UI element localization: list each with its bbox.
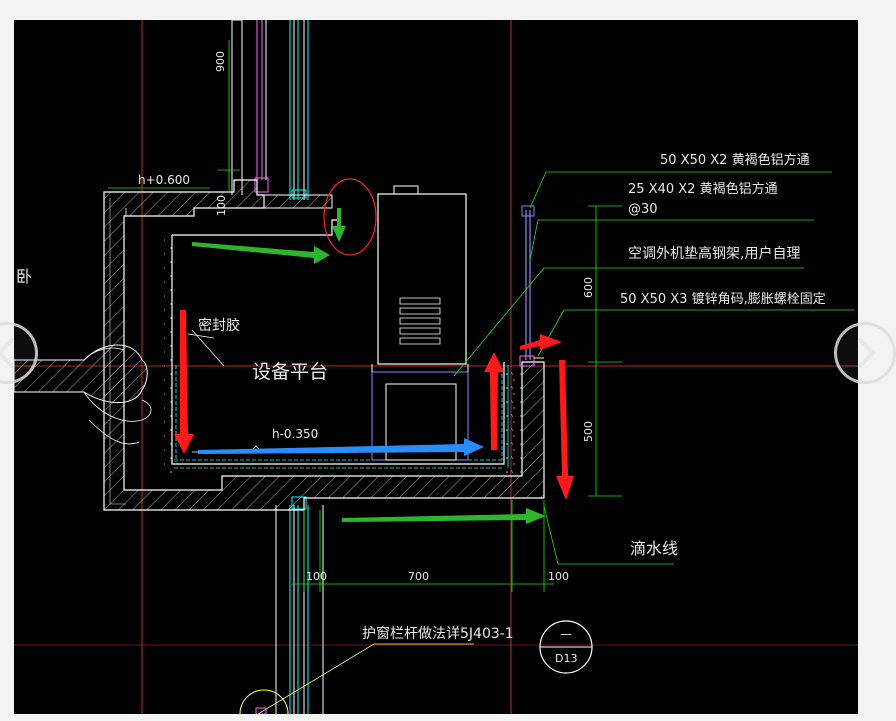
flow-arrows xyxy=(174,208,574,524)
dim-700: 700 xyxy=(408,570,429,583)
label-spacing: @30 xyxy=(628,202,658,217)
green-arrow-down xyxy=(332,208,346,242)
window-frame-lines xyxy=(231,20,324,714)
label-level-platform: h-0.350 xyxy=(272,427,318,441)
dim-500: 500 xyxy=(582,421,595,442)
label-aluminum-tube-50: 50 X50 X2 黄褐色铝方通 xyxy=(660,152,810,168)
red-arrow-down-left xyxy=(174,310,194,454)
pipe-insulation xyxy=(14,344,152,445)
label-drip-line: 滴水线 xyxy=(630,539,678,558)
green-arrow-bottom xyxy=(342,508,546,524)
dim-900: 900 xyxy=(214,51,227,72)
ac-outdoor-unit xyxy=(371,185,469,461)
label-level-top: h+0.600 xyxy=(138,173,190,187)
previous-image-button[interactable] xyxy=(0,322,38,384)
railing-callout-circle xyxy=(239,689,289,714)
dim-100-left: 100 xyxy=(306,570,327,583)
cad-drawing: 50 X50 X2 黄褐色铝方通 25 X40 X2 黄褐色铝方通 @30 空调… xyxy=(14,20,858,714)
chevron-left-icon xyxy=(0,337,15,369)
green-arrow-top xyxy=(192,242,330,264)
next-image-button[interactable] xyxy=(834,322,896,384)
label-equipment-platform: 设备平台 xyxy=(252,361,328,383)
label-angle-steel: 50 X50 X3 镀锌角码,膨胀螺栓固定 xyxy=(620,291,826,307)
label-window-railing: 护窗栏杆做法详5J403-1 xyxy=(362,625,514,642)
annotations: 50 X50 X2 黄褐色铝方通 25 X40 X2 黄褐色铝方通 @30 空调… xyxy=(16,152,826,665)
dim-100-right: 100 xyxy=(548,570,569,583)
label-left-edge: 卧 xyxy=(16,267,32,286)
label-ac-bracket: 空调外机垫高钢架,用户自理 xyxy=(628,245,800,262)
blue-arrow xyxy=(198,438,484,456)
label-detail-sheet: D13 xyxy=(555,652,577,665)
dim-600: 600 xyxy=(582,277,595,298)
dim-100-top: 100 xyxy=(215,195,228,216)
concrete-platform xyxy=(103,179,545,511)
red-arrow-up xyxy=(484,352,504,450)
cad-drawing-canvas: 50 X50 X2 黄褐色铝方通 25 X40 X2 黄褐色铝方通 @30 空调… xyxy=(14,20,858,714)
red-arrow-down-right xyxy=(556,360,574,500)
highlight-circle xyxy=(323,178,377,256)
red-arrow-right xyxy=(520,334,562,350)
chevron-right-icon xyxy=(857,337,876,369)
dimension-labels: 900 100 600 500 100 700 100 xyxy=(214,51,595,583)
label-sealant: 密封胶 xyxy=(198,317,240,334)
label-aluminum-tube-25: 25 X40 X2 黄褐色铝方通 xyxy=(628,181,778,197)
label-detail-number: — xyxy=(560,627,572,641)
